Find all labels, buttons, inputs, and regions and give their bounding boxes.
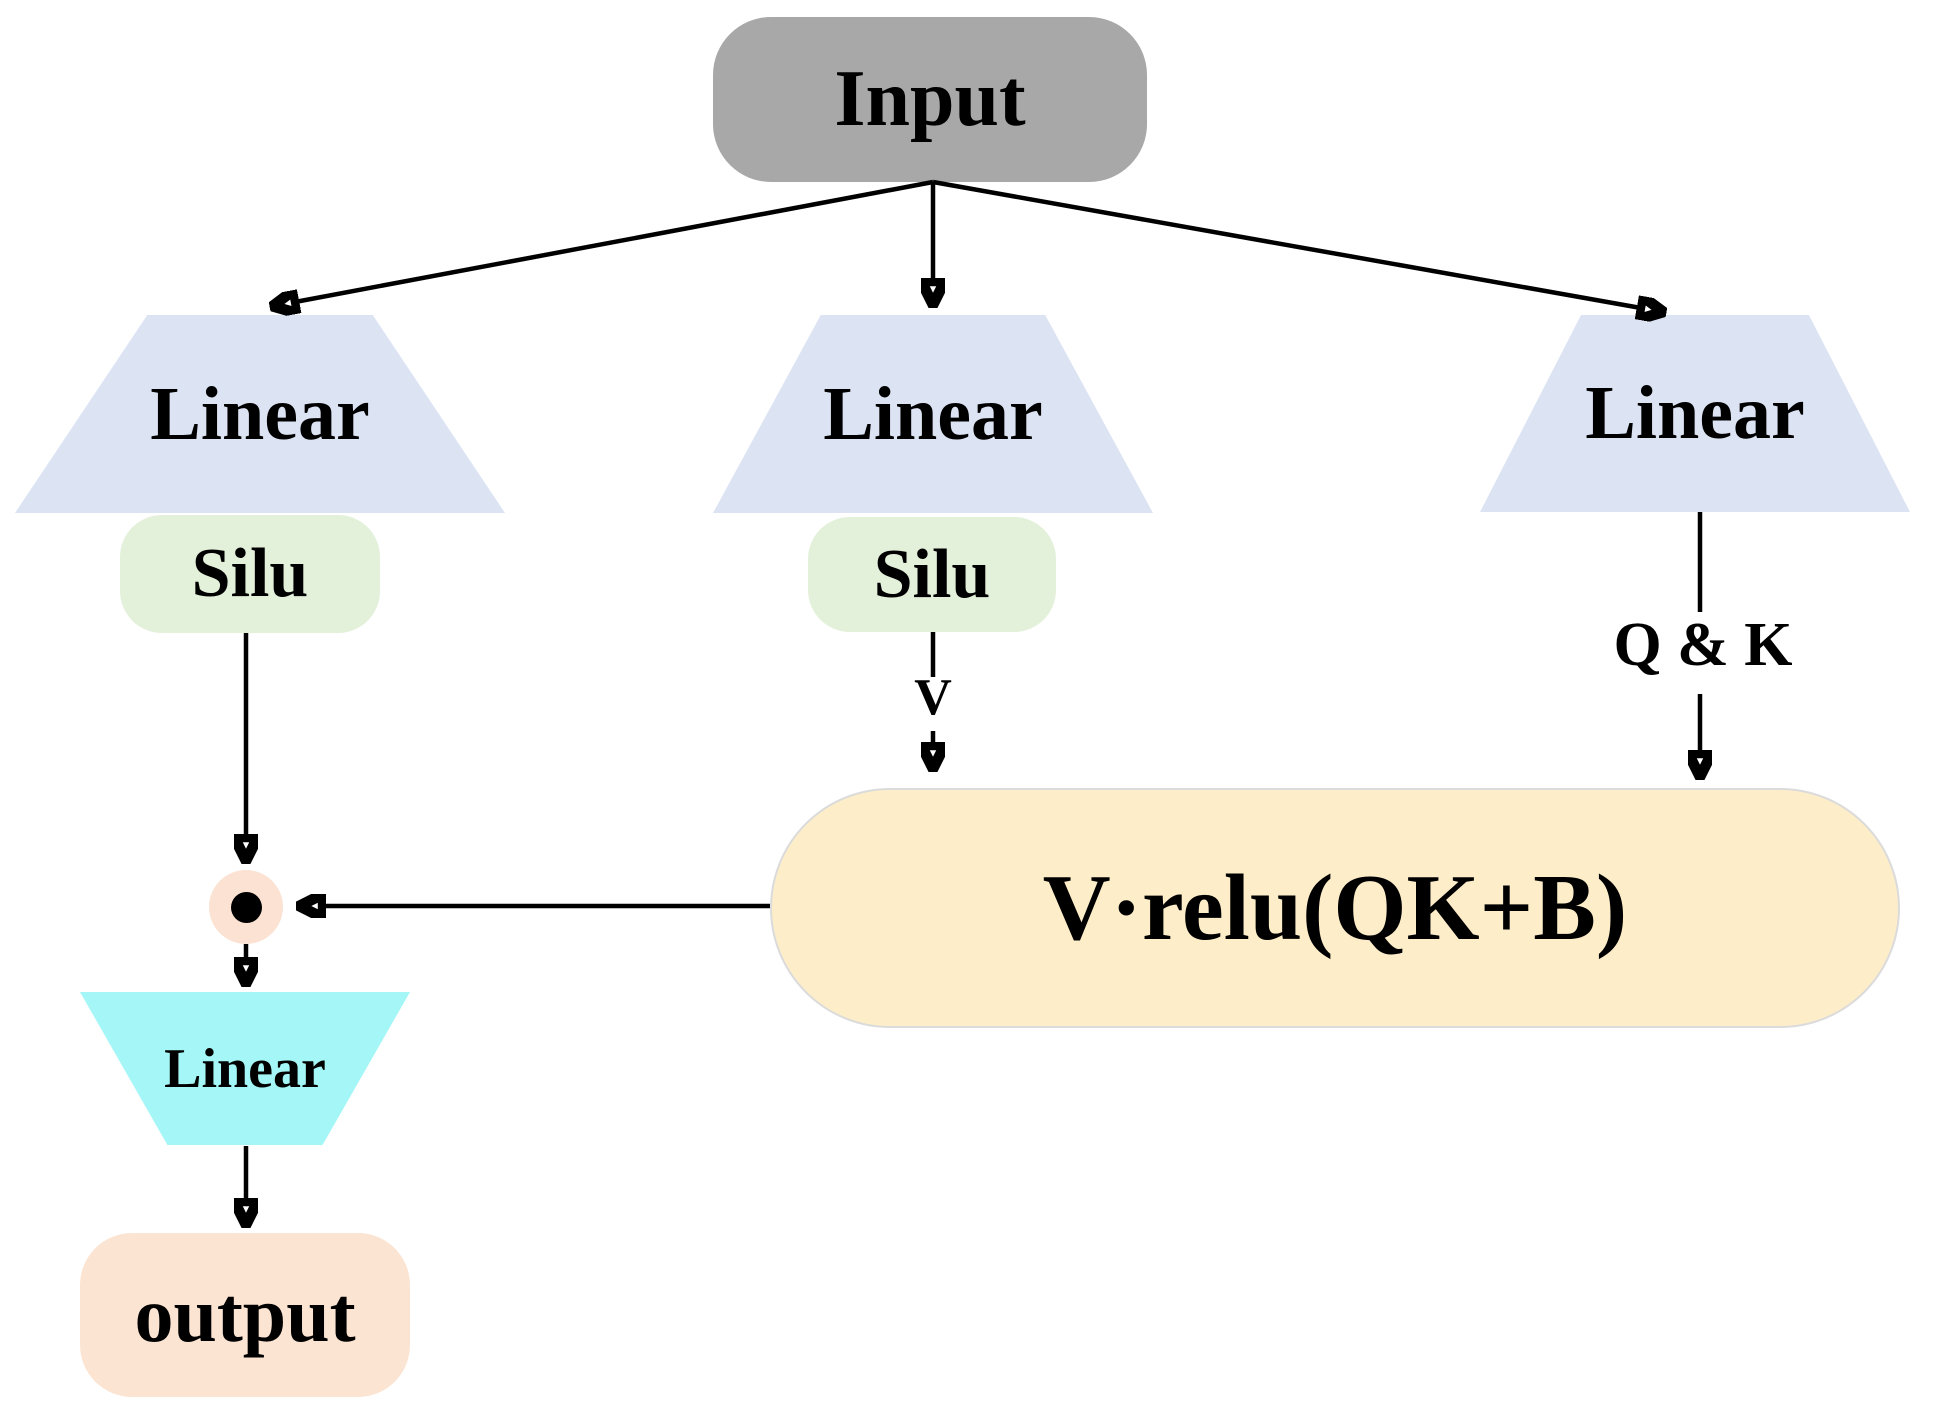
- right-linear-label: Linear: [1585, 371, 1805, 455]
- multiply-dot-icon: [230, 891, 262, 923]
- attention-node: V·relu(QK+B): [770, 788, 1900, 1028]
- left-silu-label: Silu: [191, 535, 309, 612]
- middle-linear-node: Linear: [713, 315, 1153, 513]
- middle-linear-label: Linear: [823, 371, 1043, 456]
- arrow-input-to-left-linear: [295, 179, 934, 302]
- multiply-node: [209, 870, 283, 944]
- left-silu-node: Silu: [120, 515, 380, 633]
- left-linear-label: Linear: [150, 371, 370, 456]
- right-linear-node: Linear: [1480, 315, 1910, 512]
- qk-edge-label: Q & K: [1613, 611, 1793, 679]
- attention-formula-label: V·relu(QK+B): [1042, 856, 1628, 960]
- output-linear-node: Linear: [80, 992, 410, 1145]
- input-node: Input: [713, 17, 1147, 182]
- output-linear-label: Linear: [164, 1037, 326, 1100]
- input-label: Input: [834, 55, 1026, 143]
- arrow-input-to-right-linear: [932, 179, 1641, 308]
- middle-silu-node: Silu: [808, 517, 1056, 632]
- output-node: output: [80, 1233, 410, 1397]
- left-linear-node: Linear: [15, 315, 505, 513]
- v-edge-label: V: [914, 669, 952, 726]
- middle-silu-label: Silu: [873, 535, 991, 613]
- output-label: output: [134, 1271, 356, 1358]
